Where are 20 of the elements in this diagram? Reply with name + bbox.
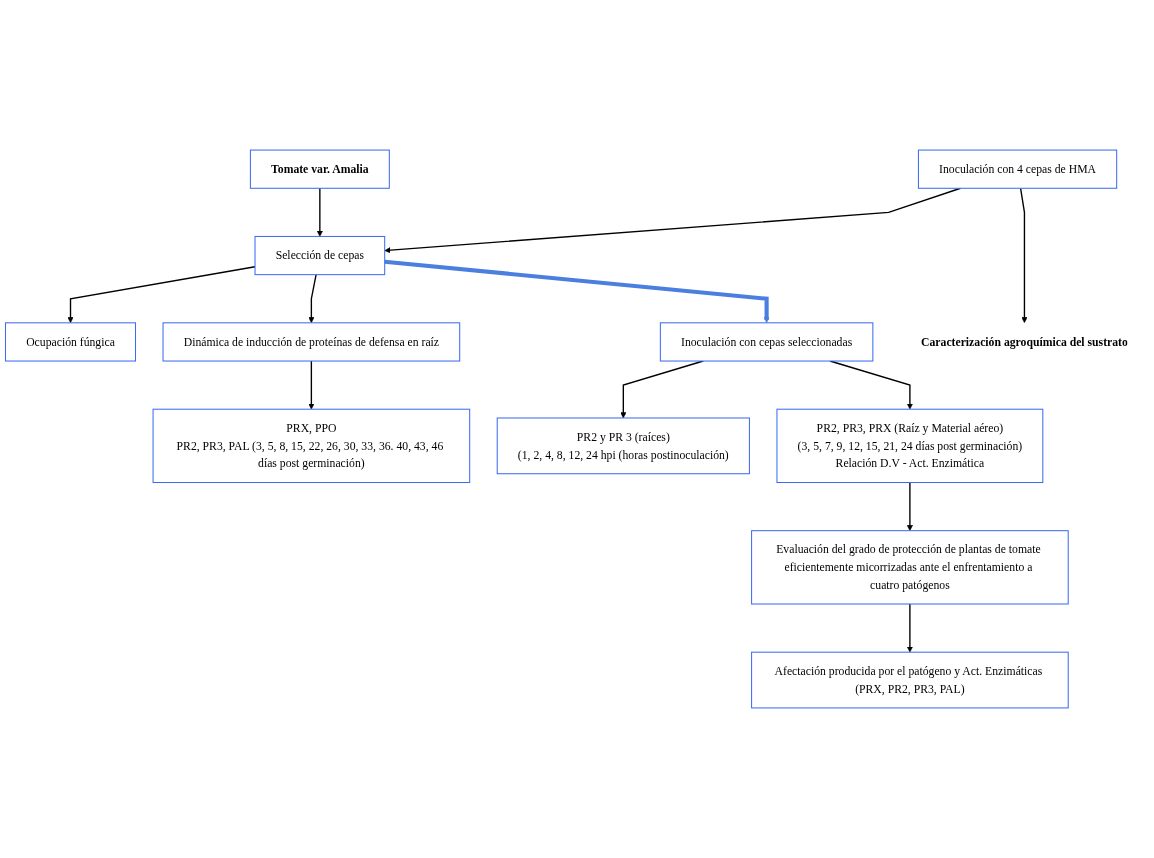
arrow xyxy=(67,266,256,324)
arrow xyxy=(906,481,913,531)
node-box: Dinámica de inducción de proteínas de defensa en raíz xyxy=(162,322,461,362)
node-box: Inoculación con cepas seleccionadas xyxy=(659,322,874,362)
arrow xyxy=(316,187,323,237)
arrow xyxy=(1019,187,1028,324)
node-box: PR2 y PR 3 (raíces) (1, 2, 4, 8, 12, 24 hpi (horas postinoculación) xyxy=(496,417,750,475)
node-box: Evaluación del grado de protección de plantas de tomate eficientemente micorrizadas ante el enfrentamiento a cuatro patógenos xyxy=(751,530,1069,605)
arrow xyxy=(308,360,315,410)
node-box: Inoculación con 4 cepas de HMA xyxy=(917,149,1118,189)
node-box: PRX, PPO PR2, PR3, PAL (3, 5, 8, 15, 22, 26, 30, 33, 36. 40, 43, 46 días post germinación) xyxy=(152,408,471,484)
arrow xyxy=(308,273,317,324)
node-box: Ocupación fúngica xyxy=(5,322,137,362)
arrow xyxy=(906,603,913,653)
node-box: PR2, PR3, PRX (Raíz y Material aéreo) (3, 5, 7, 9, 12, 15, 21, 24 días post germinación) Relación D.V - Act. Enzimática xyxy=(776,408,1044,484)
node-box: Afectación producida por el patógeno y Act. Enzimáticas (PRX, PR2, PR3, PAL) xyxy=(751,651,1069,709)
node-box: Tomate var. Amalia xyxy=(249,149,390,189)
node-box: Selección de cepas xyxy=(254,235,386,276)
node-text: Caracterización agroquímica del sustrato xyxy=(921,335,1128,349)
arrow xyxy=(384,259,770,324)
